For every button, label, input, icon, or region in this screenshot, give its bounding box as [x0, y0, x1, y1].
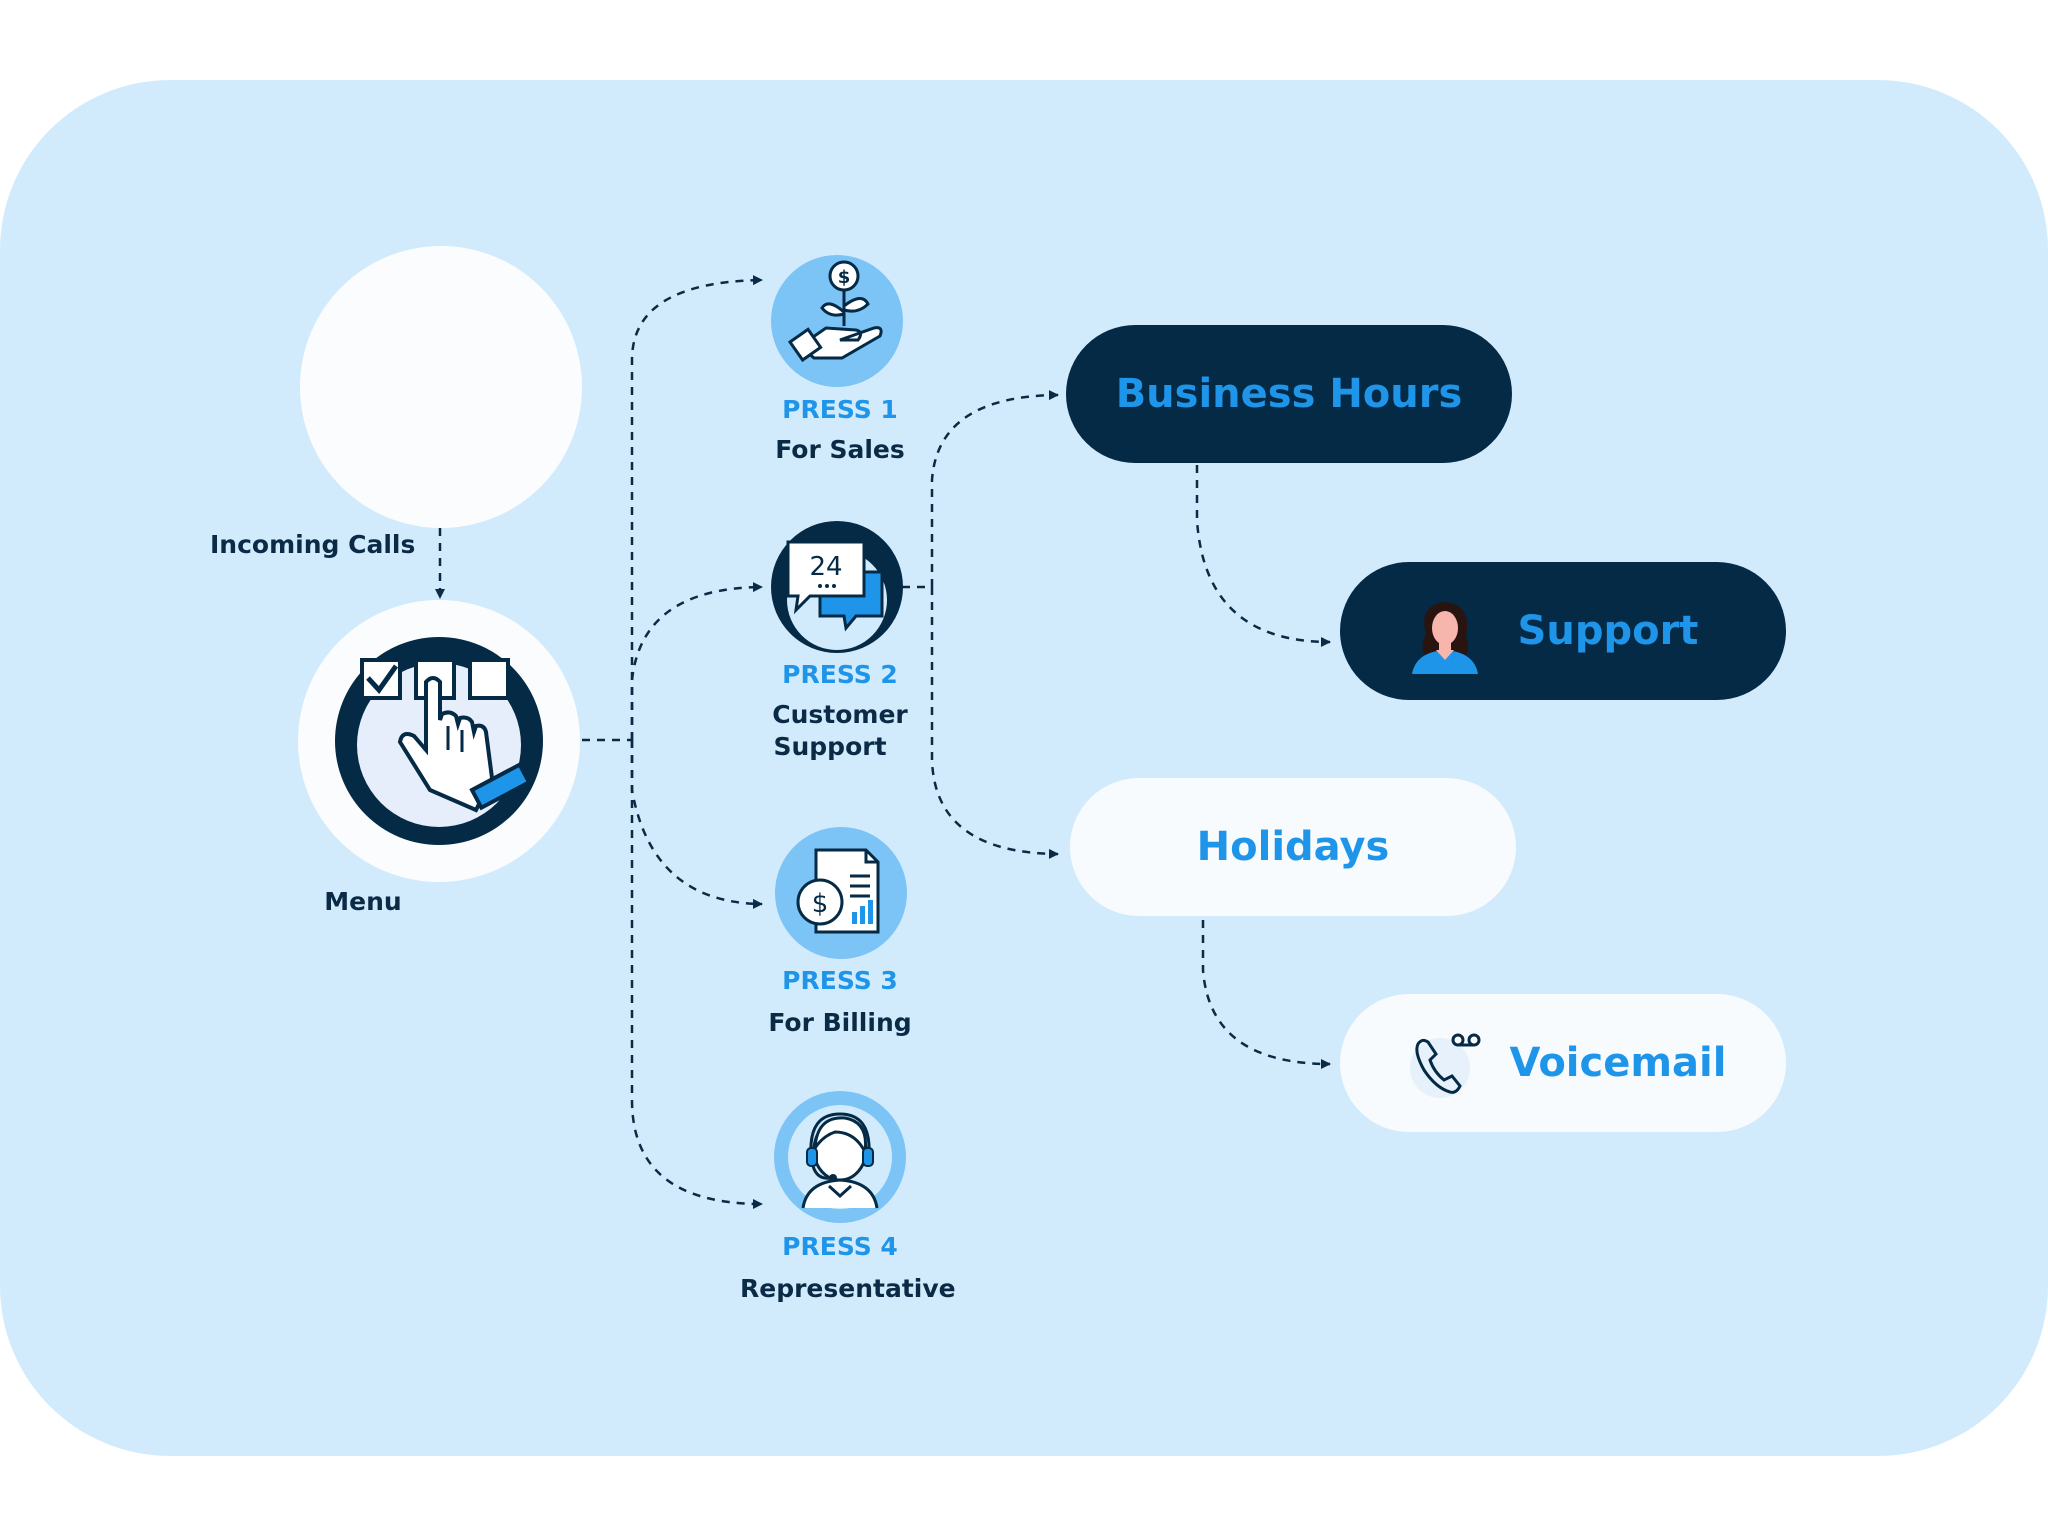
- press-2-desc-line1: Customer: [772, 700, 908, 729]
- billing-document-icon: $: [775, 827, 907, 959]
- press-2-desc-line2: Support: [773, 732, 887, 761]
- connector-to-support: [1195, 465, 1331, 647]
- voicemail-phone-icon: [1410, 1033, 1481, 1098]
- connector-to-press3: [630, 740, 763, 909]
- press-4-label: PRESS 4: [782, 1232, 898, 1261]
- connector-to-holidays: [930, 587, 1059, 859]
- sales-plant-icon: $: [771, 255, 903, 387]
- menu-label: Menu: [324, 887, 402, 916]
- incoming-calls-label: Incoming Calls: [210, 530, 416, 559]
- press-3-desc: For Billing: [768, 1008, 912, 1037]
- headset-agent-icon: [774, 1091, 906, 1223]
- press-1-desc: For Sales: [775, 435, 905, 464]
- voicemail-pill: Voicemail: [1340, 994, 1786, 1132]
- holidays-label: Holidays: [1196, 824, 1390, 870]
- woman-avatar-icon: [1412, 602, 1478, 674]
- svg-text:24: 24: [809, 552, 842, 582]
- svg-text:$: $: [838, 267, 851, 288]
- voicemail-label: Voicemail: [1509, 1040, 1727, 1086]
- menu-select-icon: [335, 637, 543, 845]
- press-2-label: PRESS 2: [782, 660, 898, 689]
- connector-to-press4: [630, 740, 763, 1209]
- press-3-label: PRESS 3: [782, 966, 898, 995]
- 24-chat-icon: 24: [771, 521, 903, 653]
- business-hours-pill: Business Hours: [1066, 325, 1512, 463]
- press-1-label: PRESS 1: [782, 395, 898, 424]
- support-pill: Support: [1340, 562, 1786, 700]
- connector-to-business-hours: [930, 390, 1059, 587]
- support-label: Support: [1517, 608, 1699, 654]
- holidays-pill: Holidays: [1070, 778, 1516, 916]
- connector-to-press2: [630, 582, 763, 740]
- business-hours-label: Business Hours: [1115, 371, 1463, 417]
- svg-text:$: $: [812, 889, 829, 919]
- press-4-desc: Representative: [740, 1274, 956, 1303]
- connector-to-voicemail: [1201, 920, 1331, 1069]
- incoming-calls-circle: [300, 246, 582, 528]
